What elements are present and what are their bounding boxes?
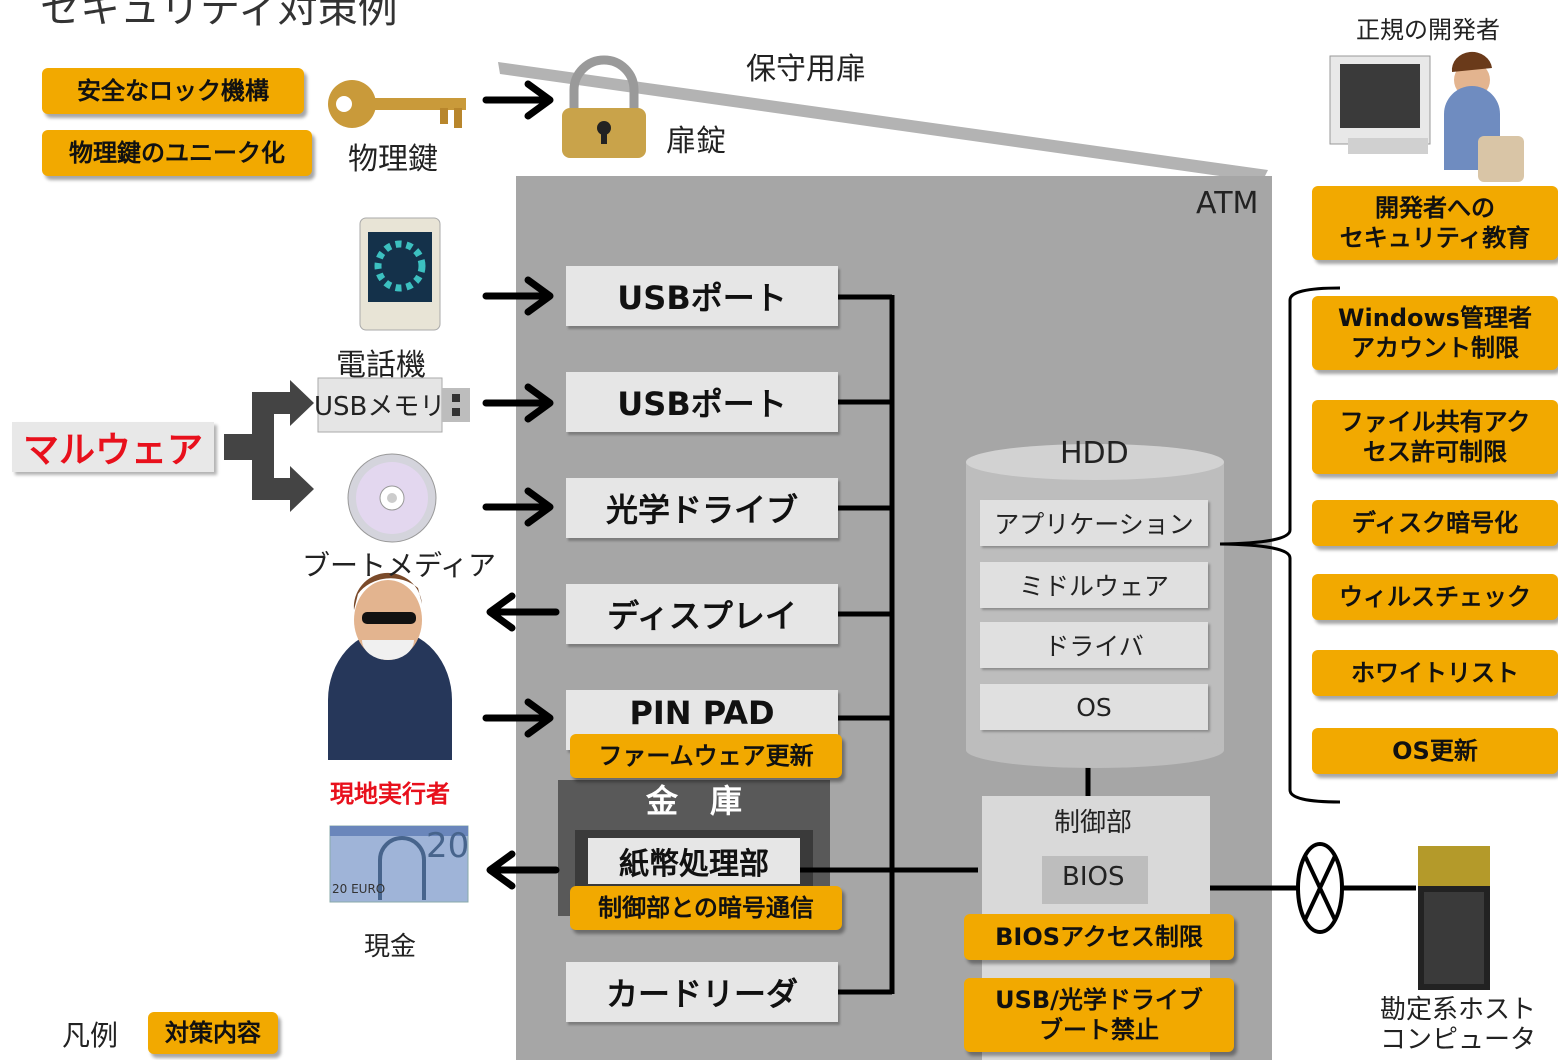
bus-lines — [800, 294, 1416, 995]
cash-icon — [329, 825, 469, 903]
tag-os-update: OS更新 — [1312, 728, 1558, 774]
brace-bracket — [1219, 286, 1341, 804]
tag-key-unique: 物理鍵のユニーク化 — [42, 130, 312, 176]
malware-branch-arrow — [224, 380, 314, 512]
boot-media-label: ブートメディア — [302, 549, 497, 582]
layer-driver: ドライバ — [980, 622, 1208, 668]
tag-encrypted-comm: 制御部との暗号通信 — [570, 886, 842, 930]
developer-icon — [1329, 51, 1524, 182]
tag-windows-admin: Windows管理者 アカウント制限 — [1312, 296, 1558, 370]
bios-label: BIOS — [1062, 862, 1125, 892]
optical-drive: 光学ドライブ — [566, 478, 838, 538]
usb-memory-icon — [317, 377, 470, 433]
cash-note-value: 20 — [426, 826, 470, 866]
tag-whitelist: ホワイトリスト — [1312, 650, 1558, 696]
attacker-label: 現地実行者 — [330, 780, 450, 808]
key-label: 物理鍵 — [348, 142, 438, 177]
door-label: 保守用扉 — [746, 52, 866, 87]
lock-label: 扉錠 — [666, 124, 726, 159]
atm-label: ATM — [1196, 186, 1259, 221]
tag-firmware-update: ファームウェア更新 — [570, 734, 842, 778]
usb-port-2: USBポート — [566, 372, 838, 432]
maintenance-door — [498, 62, 1268, 182]
malware-label: マルウェア — [12, 422, 214, 472]
cash-label: 現金 — [364, 932, 417, 962]
tag-dev-education: 開発者への セキュリティ教育 — [1312, 186, 1558, 260]
attacker-icon — [328, 572, 452, 760]
legend-label: 凡例 — [62, 1019, 119, 1052]
phone-icon — [359, 217, 441, 331]
network-icon — [1296, 842, 1344, 934]
tag-file-share: ファイル共有アク セス許可制限 — [1312, 400, 1558, 474]
hdd-label: HDD — [1060, 436, 1129, 471]
developer-label: 正規の開発者 — [1356, 16, 1500, 44]
host-label: 勘定系ホスト コンピュータ — [1380, 995, 1537, 1055]
cash-euro-text: 20 EURO — [332, 882, 386, 896]
padlock-icon — [562, 55, 646, 158]
card-reader: カードリーダ — [566, 962, 838, 1022]
legend-tag: 対策内容 — [148, 1012, 278, 1054]
cd-icon — [347, 453, 437, 543]
bill-unit: 紙幣処理部 — [588, 838, 800, 884]
tag-boot-block: USB/光学ドライブ ブート禁止 — [964, 978, 1234, 1052]
tag-safe-lock: 安全なロック機構 — [42, 68, 304, 114]
display: ディスプレイ — [566, 584, 838, 644]
tag-disk-encrypt: ディスク暗号化 — [1312, 500, 1558, 546]
control-label: 制御部 — [1054, 808, 1133, 838]
key-icon — [328, 80, 466, 128]
phone-label: 電話機 — [336, 348, 426, 383]
tag-bios-access: BIOSアクセス制限 — [964, 914, 1234, 960]
usb-memory-label: USBメモリ — [314, 392, 446, 422]
page-title: セキュリティ対策例 — [40, 0, 398, 32]
layer-application: アプリケーション — [980, 500, 1208, 546]
layer-middleware: ミドルウェア — [980, 562, 1208, 608]
usb-port-1: USBポート — [566, 266, 838, 326]
tag-virus-check: ウィルスチェック — [1312, 574, 1558, 620]
arrows — [482, 80, 560, 890]
safe-label: 金 庫 — [646, 782, 743, 820]
layer-os: OS — [980, 684, 1208, 730]
host-server-icon — [1418, 846, 1490, 990]
